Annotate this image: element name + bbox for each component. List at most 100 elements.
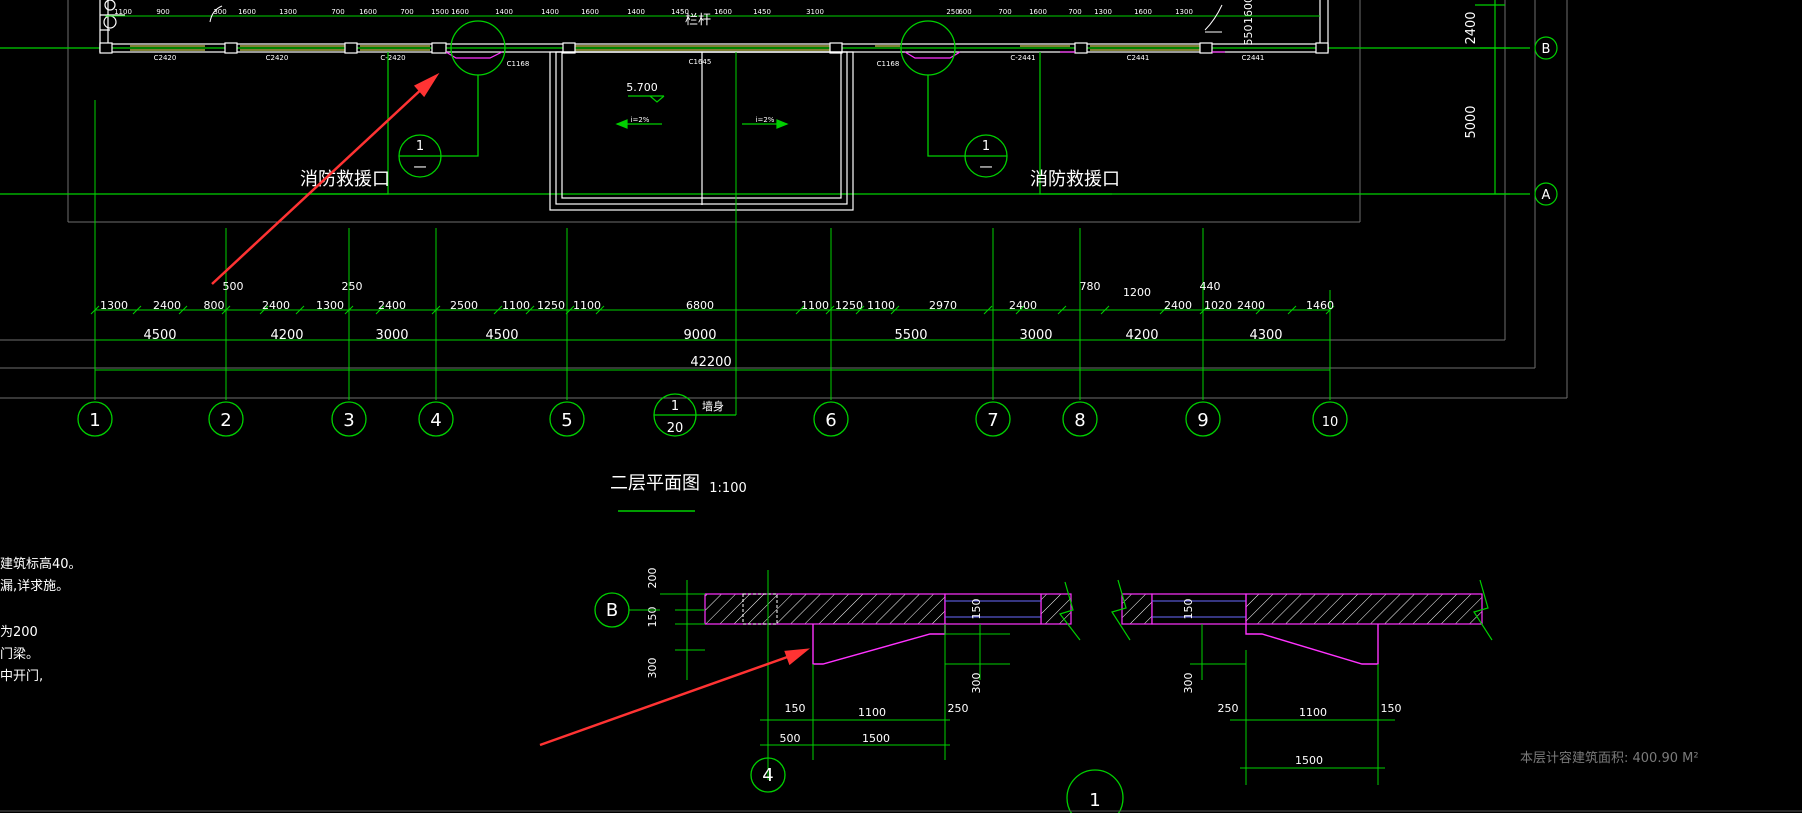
outer-frame-lines [0,0,1568,399]
axis-bubble-8[interactable]: 8 [1062,401,1098,437]
grid-column-lines [94,52,1331,415]
axis-bubble-7[interactable]: 7 [975,401,1011,437]
light-well [549,51,854,211]
top-dim-label: 1450 [753,8,771,16]
note-line: 建筑标高40。 [0,556,82,572]
dim-tick [825,305,835,315]
top-dim-label: 900 [156,8,169,16]
note-line: 门梁。 [0,647,39,662]
fire-rescue-label-left: 消防救援口 [300,169,390,190]
detail-hdim: 150 [1381,702,1402,715]
dim-row2-label: 3000 [1019,328,1052,343]
dim-row1-label: 1250 [537,299,565,312]
detail-hdim: 1100 [858,706,886,719]
axis-bubble-circle [975,401,1011,437]
dim-row1-label: 2400 [262,299,290,312]
axis-bubble-label: 5 [561,410,572,431]
top-dim-label: 700 [998,8,1011,16]
dim-row1-label: 1460 [1306,299,1334,312]
dim-above-label: 500 [223,280,244,293]
dim-tick [178,305,188,315]
top-dim-label: 1300 [279,8,297,16]
dim-row1-label: 1300 [100,299,128,312]
top-dim-label: 1600 [1134,8,1152,16]
callout-circles[interactable] [440,20,965,157]
section-ref-den: 一 [413,161,426,176]
dim-row1-label: 1100 [801,299,829,312]
detail-ref-den: 20 [667,421,684,436]
detail-axis-1[interactable]: 1 [1066,769,1124,813]
detail-hdim: 1100 [1299,706,1327,719]
window-tag: C2441 [1242,54,1265,62]
axis-bubble-2[interactable]: 2 [208,401,244,437]
top-dim-label: 1450 [671,8,689,16]
top-dim-label: 600 [958,8,971,16]
top-dim-label: 1600 [359,8,377,16]
axis-bubble-circle [1185,401,1221,437]
dim-tick [1255,305,1265,315]
dim-row1-label: 2400 [1237,299,1265,312]
dim-tick [221,305,231,315]
axis-bubble-4[interactable]: 4 [418,401,454,437]
top-dim-label: 700 [400,8,413,16]
top-dim-label: 1500 [431,8,449,16]
detail-vdim: 300 [646,658,659,679]
entry-swing-arcs [209,4,1223,33]
detail-axis-b[interactable]: B [594,592,660,628]
section-detail-right [1111,579,1493,665]
red-arrow-top [211,72,440,285]
top-dim-label: 300 [213,8,226,16]
dim-row1-label: 2400 [1009,299,1037,312]
dim-tick [595,305,605,315]
section-ref-num: 1 [982,139,990,154]
dim-row1-label: 1300 [316,299,344,312]
window-tags: C2420 C2420 C-2420 C1168 C1645 C1168 C-2… [154,54,1265,68]
detail-ref-wall[interactable]: 1 20 墙身 [653,393,736,437]
top-dim-label: 250 [946,8,959,16]
side-dim-2400: 2400 [1464,11,1479,44]
axis-bubble-6[interactable]: 6 [813,401,849,437]
axis-label-a: A [1542,188,1551,203]
detail-axis-b-label: B [606,600,618,621]
window-tag: C2420 [266,54,289,62]
design-notes: 建筑标高40。 漏,详求施。 为200 门梁。 中开门, [0,556,82,684]
detail-hdim: 1500 [1295,754,1323,767]
window-tag: C1168 [507,60,530,68]
dim-tick [295,305,305,315]
detail-vdim: 150 [970,599,983,620]
top-dim-label: 700 [1068,8,1081,16]
top-dim-label: 1400 [627,8,645,16]
magenta-bays [445,51,1225,59]
section-ref-num: 1 [416,139,424,154]
dim-tick [493,305,503,315]
section-ref-left[interactable]: 1 一 [398,134,442,178]
dim-tick [1015,305,1025,315]
lintel-label: 栏杆 [685,13,711,28]
axis-bubble-3[interactable]: 3 [331,401,367,437]
dim-tick [1159,305,1169,315]
axis-bubble-5[interactable]: 5 [549,401,585,437]
top-dim-label: 1300 [1175,8,1193,16]
dim-row2-label: 3000 [375,328,408,343]
column-axis-bubbles[interactable]: 1 2 3 4 5 6 7 8 9 10 [77,401,1348,437]
row-axis-bubbles[interactable] [1534,36,1558,206]
plan-title: 二层平面图 [610,473,700,494]
dim-tick [1325,305,1335,315]
slope-arrows[interactable] [615,95,789,129]
dim-row1-label: 2400 [153,299,181,312]
dim-row2-label: 4200 [270,328,303,343]
axis-bubble-9[interactable]: 9 [1185,401,1221,437]
dim-total: 42200 [690,355,731,370]
axis-bubble-1[interactable]: 1 [77,401,113,437]
axis-bubble-label: 8 [1074,410,1085,431]
dim-tick [983,305,993,315]
section-ref-right[interactable]: 1 一 [964,134,1008,178]
top-dim-label: 1600 [714,8,732,16]
detail-axis-4[interactable]: 4 [750,757,786,793]
plan-scale: 1:100 [709,481,746,496]
axis-bubble-10[interactable]: 10 [1312,401,1348,437]
dim-tick [890,305,900,315]
